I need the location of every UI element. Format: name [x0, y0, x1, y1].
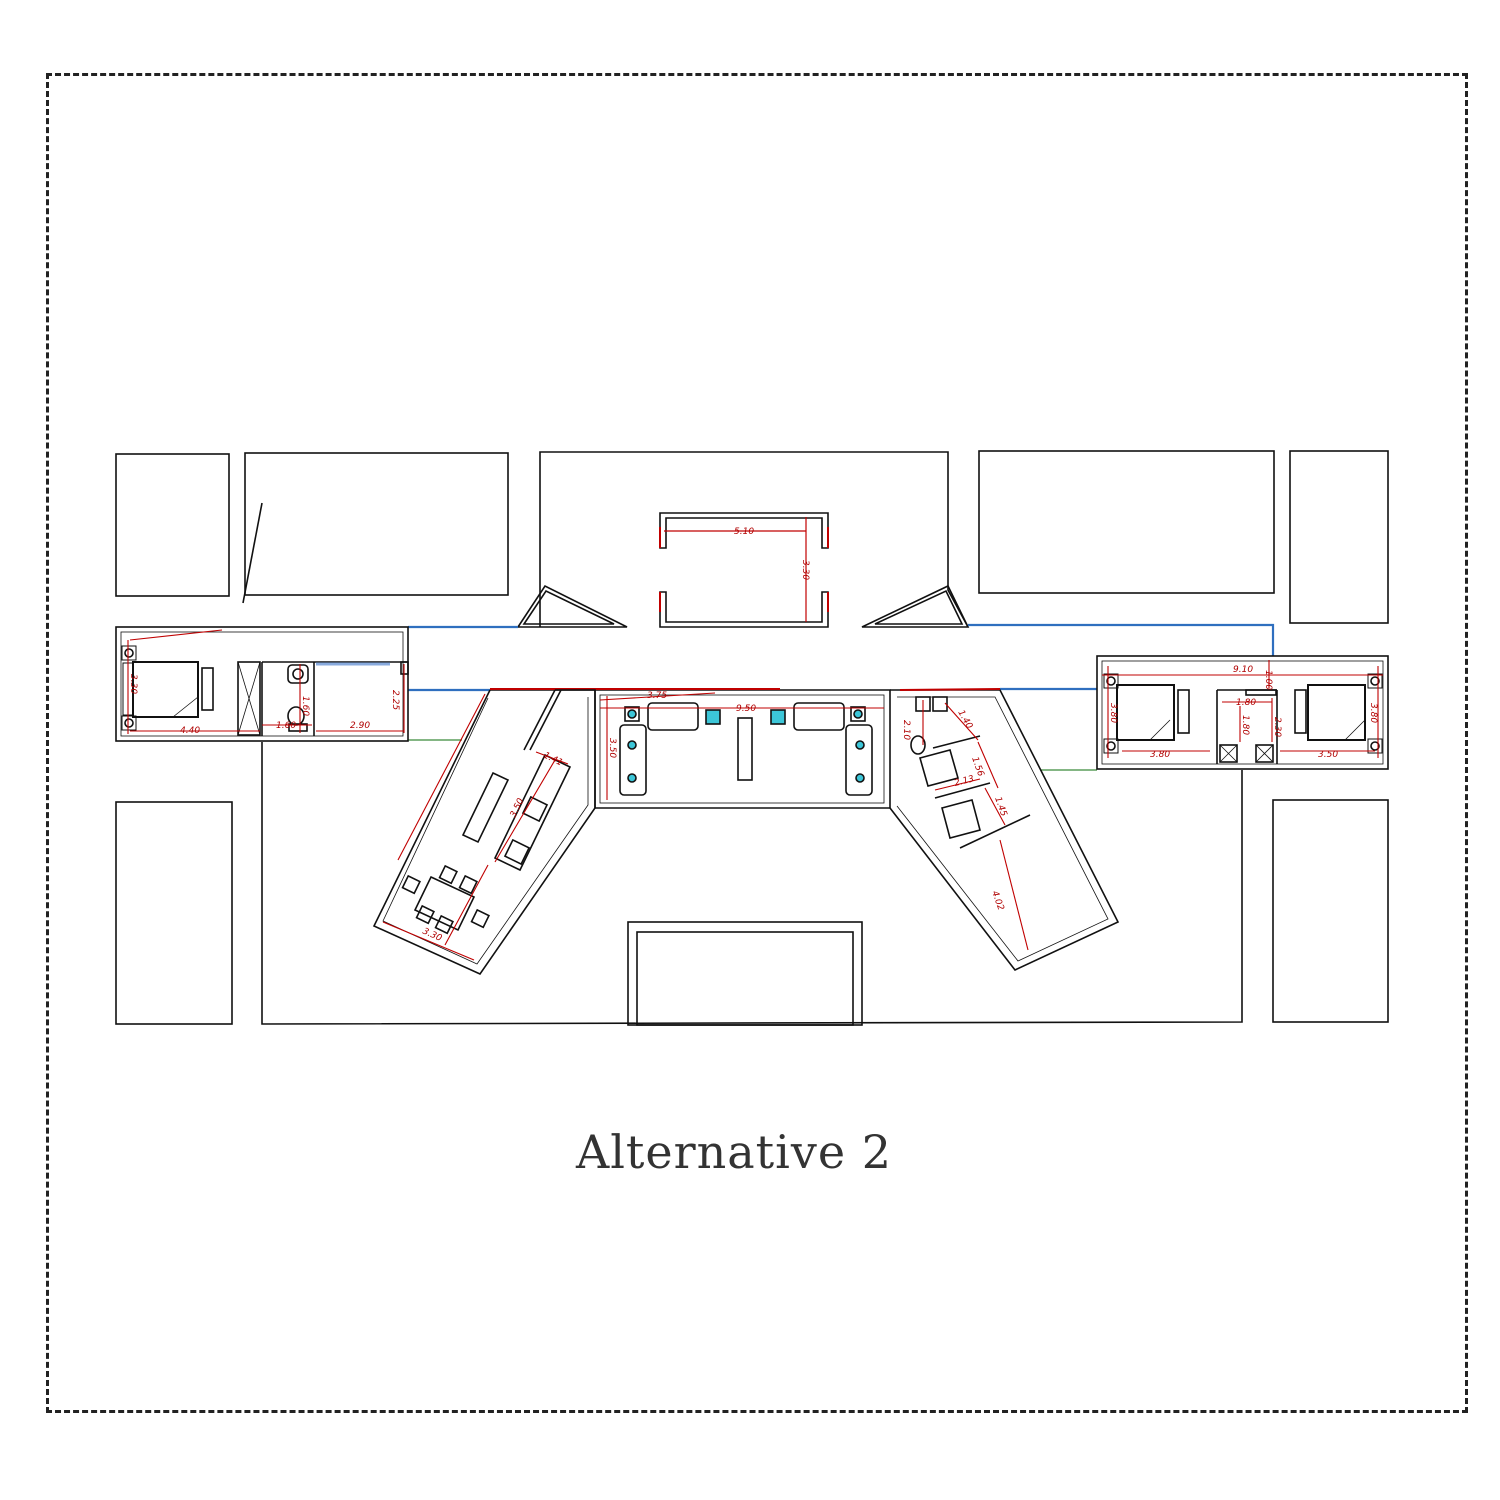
dim-terrace-h: 3.30 [800, 560, 810, 580]
kitchen-wing [372, 689, 596, 976]
right-wing-dims [1102, 660, 1383, 758]
dim-bath-b: 1.40 [955, 709, 974, 732]
dim-right-gap: 1.00 [1263, 670, 1273, 690]
left-wing-dims [127, 629, 405, 734]
block-top-left [244, 452, 509, 596]
dim-kitchen-len: 3.50 [509, 797, 527, 820]
dim-right-bed1-w: 3.80 [1150, 750, 1170, 760]
planters [516, 584, 970, 628]
dim-bath-a: 2.10 [901, 720, 911, 740]
terrace [659, 512, 829, 628]
block-bottom-left [115, 801, 233, 1025]
dim-right-mid-h2: 2.30 [1272, 717, 1282, 737]
dim-left-room-w: 2.90 [350, 721, 370, 731]
dim-left-bath-w: 1.60 [276, 721, 296, 731]
dim-right-bed1-h: 3.80 [1108, 703, 1118, 723]
left-wing [115, 626, 409, 742]
dim-left-bed-h: 3.30 [128, 674, 138, 694]
planter-right [861, 584, 970, 628]
dim-left-bed-w: 4.40 [180, 726, 200, 736]
sheet-border [46, 73, 1468, 1413]
stair-line [242, 502, 263, 604]
living-block [490, 689, 891, 809]
connection-lines [408, 623, 1275, 771]
block-top-right [978, 450, 1275, 594]
dim-left-room-h: 2.25 [390, 690, 400, 710]
dim-right-mid-h: 1.80 [1240, 715, 1250, 735]
dim-terrace-w: 5.10 [734, 527, 754, 537]
dim-right-bed2-h: 3.80 [1368, 703, 1378, 723]
plaza-pool-outer [627, 921, 863, 1026]
dim-living-h: 3.50 [607, 738, 617, 758]
dim-right-total: 9.10 [1233, 665, 1253, 675]
dim-left-bath-h: 1.60 [300, 696, 310, 716]
living-dims [490, 688, 884, 800]
dim-kitchen-a: 1.41 [542, 751, 564, 769]
right-wing [1096, 655, 1389, 770]
dim-right-bed2-w: 3.50 [1318, 750, 1338, 760]
bath-dims [899, 688, 1029, 951]
plaza-pool-inner [636, 931, 854, 1026]
dim-wing-len: 4.02 [989, 890, 1005, 913]
planter-left [516, 584, 628, 628]
kitchen-dims [382, 693, 569, 961]
surrounding-blocks [115, 450, 1389, 1026]
dim-right-mid-w: 1.80 [1236, 698, 1256, 708]
block-top-left-small [115, 453, 230, 597]
dim-living-small: 3.75 [647, 691, 667, 701]
plaza-outline [261, 742, 1243, 1025]
dim-living-w: 9.50 [736, 704, 756, 714]
planter-right-inner [874, 589, 964, 625]
block-bottom-right [1272, 799, 1389, 1023]
block-top-center [539, 451, 969, 628]
plan-caption: Alternative 2 [576, 1125, 892, 1179]
dim-bath-d: 2.13 [953, 774, 975, 789]
planter-left-inner [522, 589, 615, 625]
bath-wing [889, 689, 1120, 971]
block-top-right-small [1289, 450, 1389, 624]
